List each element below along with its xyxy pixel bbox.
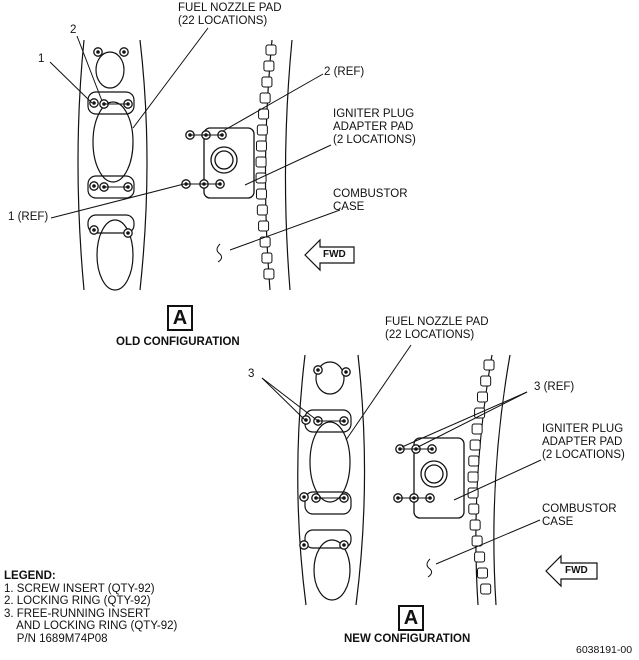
new-igniter-adapter-pad — [413, 437, 465, 519]
case-flange-segment — [469, 439, 481, 451]
old-nozzle-fasteners — [89, 47, 133, 238]
case-flange-segment — [483, 359, 495, 371]
case-flange-segment — [263, 60, 275, 72]
case-flange-segment — [480, 375, 492, 387]
legend-item: 2. LOCKING RING (QTY-92) — [4, 595, 151, 607]
legend-item: 3. FREE-RUNNING INSERT — [4, 607, 151, 620]
case-flange-segment — [476, 567, 488, 579]
case-flange-segment — [468, 503, 480, 515]
new-fwd-label: FWD — [565, 565, 588, 576]
new-igniter-plug-label: IGNITER PLUG ADAPTER PAD (2 LOCATIONS) — [542, 423, 625, 461]
old-view-letter: A — [167, 305, 193, 331]
legend-item: AND LOCKING RING (QTY-92) — [4, 620, 178, 632]
case-flange-segment — [256, 204, 268, 216]
new-fuel-nozzle-pad-label: FUEL NOZZLE PAD (22 LOCATIONS) — [385, 316, 489, 341]
case-flange-segment — [480, 583, 492, 595]
new-leader-lines — [261, 344, 542, 578]
new-case-flange-segments — [467, 359, 495, 595]
old-igniter-plug-label: IGNITER PLUG ADAPTER PAD (2 LOCATIONS) — [333, 108, 416, 146]
old-ref-2-label: 2 (REF) — [324, 66, 365, 78]
case-flange-segment — [259, 92, 271, 104]
case-flange-segment — [255, 140, 267, 152]
new-callout-3: 3 — [248, 368, 255, 380]
case-flange-segment — [476, 391, 488, 403]
case-flange-segment — [471, 535, 483, 547]
case-flange-segment — [255, 188, 267, 200]
case-flange-segment — [258, 220, 270, 232]
legend-item: P/N 1689M74P08 — [4, 632, 108, 645]
new-combustor-case-label: COMBUSTOR CASE — [542, 503, 617, 528]
case-flange-segment — [265, 44, 277, 56]
old-case-flange-segments — [255, 44, 277, 280]
old-fuel-nozzle-pad-label: FUEL NOZZLE PAD (22 LOCATIONS) — [178, 2, 282, 27]
case-flange-segment — [261, 76, 273, 88]
case-flange-segment — [258, 108, 270, 120]
old-callout-2: 2 — [70, 24, 77, 36]
old-igniter-adapter-pad — [203, 127, 255, 199]
case-flange-segment — [263, 268, 275, 280]
new-manifold-ring — [297, 354, 366, 606]
new-configuration-title: NEW CONFIGURATION — [344, 633, 471, 645]
case-flange-segment — [468, 455, 480, 467]
case-flange-segment — [255, 156, 267, 168]
old-configuration-title: OLD CONFIGURATION — [116, 336, 240, 348]
case-flange-segment — [474, 551, 486, 563]
case-flange-segment — [469, 519, 481, 531]
old-manifold-ring — [77, 39, 148, 291]
case-flange-segment — [467, 471, 479, 483]
legend-title: LEGEND: — [4, 570, 56, 582]
legend: LEGEND: 1. SCREW INSERT (QTY-92) 2. LOCK… — [4, 570, 177, 645]
old-callout-1: 1 — [38, 53, 45, 65]
old-screw-lines — [104, 103, 128, 188]
old-combustor-case-label: COMBUSTOR CASE — [333, 188, 408, 213]
old-fwd-label: FWD — [323, 249, 346, 260]
case-flange-segment — [256, 124, 268, 136]
case-flange-segment — [471, 423, 483, 435]
new-view-letter: A — [398, 605, 424, 631]
case-flange-segment — [261, 252, 273, 264]
old-leader-lines — [49, 27, 341, 263]
figure-number: 6038191-00 — [576, 644, 633, 656]
new-fwd-arrow — [545, 554, 598, 588]
old-fwd-arrow — [304, 238, 355, 272]
old-ref-1-label: 1 (REF) — [8, 211, 49, 223]
legend-item: 1. SCREW INSERT (QTY-92) — [4, 582, 155, 595]
new-ref-3-label: 3 (REF) — [534, 381, 575, 393]
